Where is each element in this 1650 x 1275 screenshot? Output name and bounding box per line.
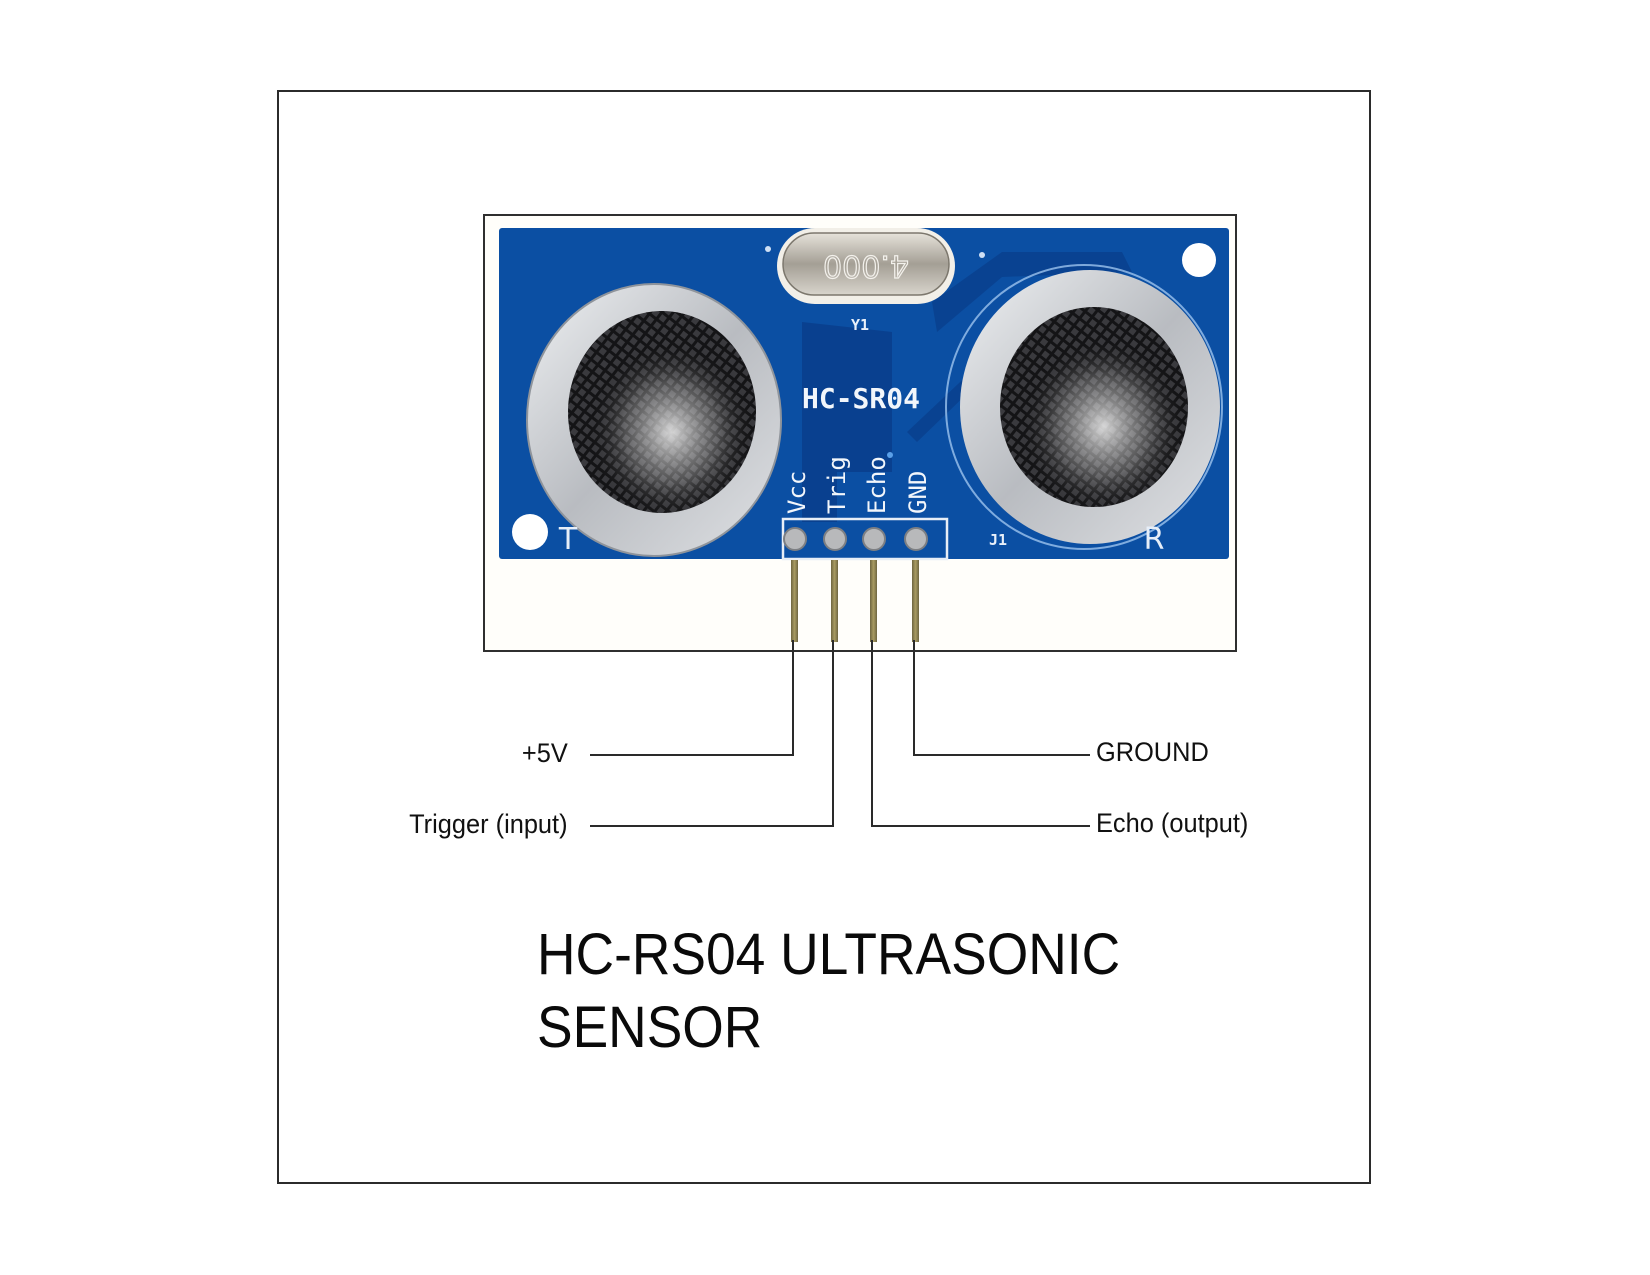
crystal-oscillator: 4.000	[777, 228, 955, 304]
title-line-2: SENSOR	[537, 995, 763, 1060]
model-silkscreen: HC-SR04	[802, 382, 920, 415]
crystal-ref-label: Y1	[851, 316, 869, 334]
pin-name-echo: Echo	[863, 456, 891, 514]
pin-name-trig: Trig	[823, 456, 851, 514]
pin-name-vcc: Vcc	[783, 471, 811, 514]
diagram-title: HC-RS04 ULTRASONIC SENSOR	[537, 918, 1120, 1064]
receiver-marker: R	[1144, 522, 1165, 557]
title-line-1: HC-RS04 ULTRASONIC	[537, 922, 1121, 987]
header-pads	[783, 527, 928, 551]
pin-name-gnd: GND	[904, 471, 932, 514]
diagram-frame	[277, 90, 1371, 1184]
mounting-hole-icon	[1182, 243, 1216, 277]
mounting-hole-icon	[512, 514, 548, 550]
label-echo: Echo (output)	[1096, 808, 1249, 838]
sensor-photo: 4.000 Y1 HC-SR04 T R J1 Vcc Trig Echo GN…	[483, 214, 1237, 652]
crystal-marking: 4.000	[823, 248, 909, 283]
transmitter-marker: T	[558, 522, 578, 557]
label-ground: GROUND	[1096, 737, 1209, 767]
receiver-transducer	[945, 264, 1223, 550]
label-vcc: +5V	[522, 738, 568, 768]
label-trigger: Trigger (input)	[409, 809, 568, 839]
header-ref-label: J1	[989, 531, 1007, 549]
transmitter-transducer	[526, 283, 782, 557]
header-pin-legs	[791, 560, 919, 642]
